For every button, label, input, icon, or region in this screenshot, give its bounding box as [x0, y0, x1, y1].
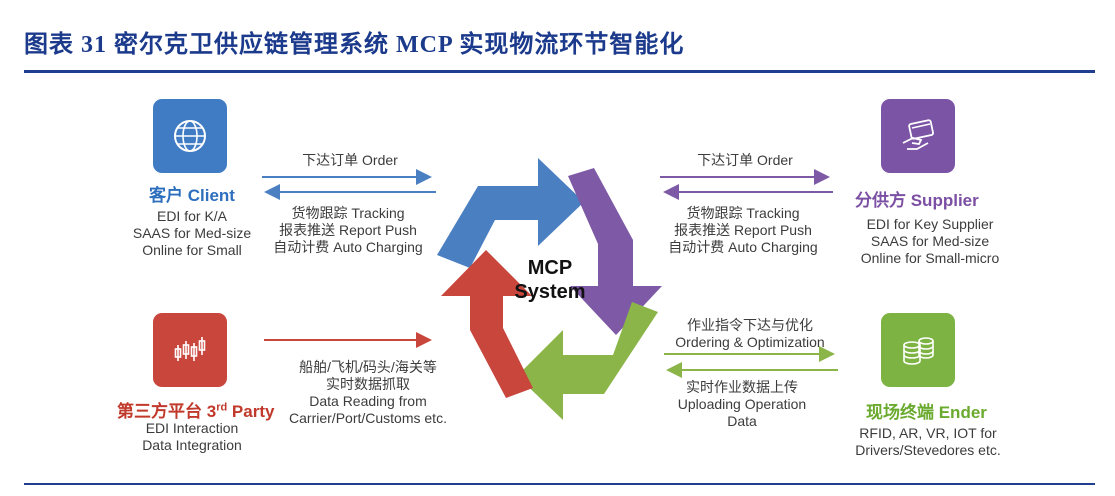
client-report-push: 报表推送 Report Push: [279, 222, 417, 238]
third-party-name-tail: Party: [227, 402, 275, 421]
ender-icon-box: [881, 313, 955, 387]
third-party-flow-line-4: Carrier/Port/Customs etc.: [289, 410, 447, 426]
cycle-arrow-green: [517, 302, 658, 420]
center-line-1: MCP: [527, 257, 573, 279]
supplier-icon-box: [881, 99, 955, 173]
third-party-line-1: EDI Interaction: [145, 420, 239, 436]
third-party-name-main: 第三方平台 3: [117, 402, 217, 421]
ender-details: RFID, AR, VR, IOT for Drivers/Stevedores…: [843, 425, 1013, 459]
candlestick-icon: [174, 337, 206, 361]
client-icon-box: [153, 99, 227, 173]
client-line-3: Online for Small: [142, 242, 242, 258]
client-feedback-labels: 货物跟踪 Tracking 报表推送 Report Push 自动计费 Auto…: [263, 205, 433, 256]
third-party-line-2: Data Integration: [142, 437, 242, 453]
ender-upload-line-3: Data: [727, 413, 757, 429]
third-party-name: 第三方平台 3rd Party: [117, 397, 274, 422]
card-hand-icon: [902, 119, 934, 150]
client-name: 客户 Client: [149, 186, 235, 205]
client-order-label: 下达订单 Order: [302, 152, 398, 168]
third-party-data-labels: 船舶/飞机/码头/海关等 实时数据抓取 Data Reading from Ca…: [278, 359, 458, 427]
supplier-report-push: 报表推送 Report Push: [674, 222, 812, 238]
bottom-rule: [24, 483, 1095, 485]
globe-grid-icon: [174, 120, 206, 152]
center-line-2: System: [514, 281, 586, 303]
third-party-flow-line-2: 实时数据抓取: [326, 376, 410, 392]
third-party-details: EDI Interaction Data Integration: [122, 420, 262, 454]
supplier-name: 分供方 Supplier: [855, 191, 979, 210]
mcp-system-label: MCP System: [500, 256, 600, 304]
ender-name: 现场终端 Ender: [866, 403, 987, 422]
supplier-auto-charging: 自动计费 Auto Charging: [668, 239, 818, 255]
client-auto-charging: 自动计费 Auto Charging: [273, 239, 423, 255]
ender-upload-line-2: Uploading Operation: [677, 396, 807, 412]
supplier-line-2: SAAS for Med-size: [870, 233, 990, 249]
title-rule: [24, 70, 1095, 73]
third-party-flow-line-3: Data Reading from: [309, 393, 427, 409]
cycle-arrow-blue: [437, 158, 584, 268]
ender-ordering-line-2: Ordering & Optimization: [675, 334, 825, 350]
cycle-arrow-purple: [568, 168, 662, 335]
supplier-feedback-labels: 货物跟踪 Tracking 报表推送 Report Push 自动计费 Auto…: [658, 205, 828, 256]
figure-title: 图表 31 密尔克卫供应链管理系统 MCP 实现物流环节智能化: [24, 32, 685, 58]
ender-upload-line-1: 实时作业数据上传: [686, 379, 798, 395]
client-details: EDI for K/A SAAS for Med-size Online for…: [122, 208, 262, 259]
ender-upload-labels: 实时作业数据上传 Uploading Operation Data: [667, 379, 817, 430]
client-line-2: SAAS for Med-size: [132, 225, 252, 241]
supplier-tracking: 货物跟踪 Tracking: [686, 205, 800, 221]
client-line-1: EDI for K/A: [156, 208, 228, 224]
cycle-arrow-red: [441, 250, 533, 398]
ender-ordering-line-1: 作业指令下达与优化: [687, 317, 813, 333]
ender-line-2: Drivers/Stevedores etc.: [855, 442, 1001, 458]
supplier-order-label: 下达订单 Order: [697, 152, 793, 168]
client-tracking: 货物跟踪 Tracking: [291, 205, 405, 221]
third-party-icon-box: [153, 313, 227, 387]
supplier-details: EDI for Key Supplier SAAS for Med-size O…: [845, 216, 1015, 267]
third-party-name-sup: rd: [216, 401, 228, 414]
supplier-line-1: EDI for Key Supplier: [866, 216, 994, 232]
coin-stack-icon: [903, 337, 934, 365]
third-party-flow-line-1: 船舶/飞机/码头/海关等: [299, 359, 437, 375]
supplier-line-3: Online for Small-micro: [860, 250, 1000, 266]
ender-line-1: RFID, AR, VR, IOT for: [859, 425, 997, 441]
ender-ordering-labels: 作业指令下达与优化 Ordering & Optimization: [660, 317, 840, 351]
